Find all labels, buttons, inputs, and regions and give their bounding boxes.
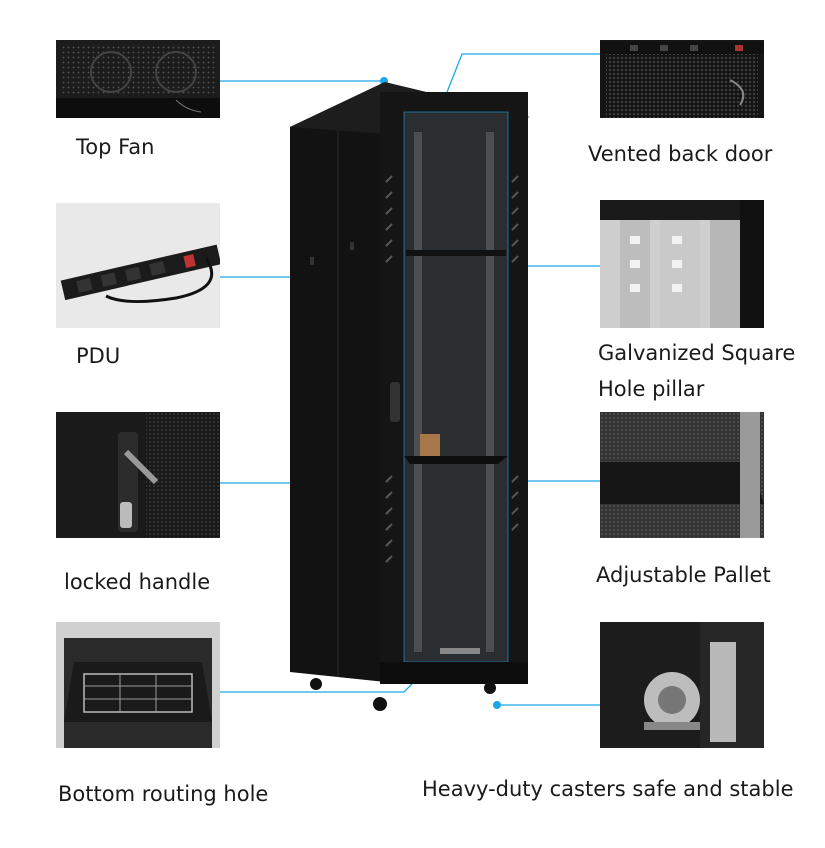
- pillar-caption-line1: Galvanized Square: [598, 341, 796, 365]
- pallet-photo: [600, 412, 764, 538]
- back-door-photo: [600, 40, 764, 118]
- shelf-upper: [406, 250, 506, 256]
- caster: [310, 678, 322, 690]
- back-door-caption: Vented back door: [588, 142, 773, 166]
- rail-right: [486, 132, 494, 652]
- caster: [484, 682, 496, 694]
- pillar-photo: [600, 200, 764, 328]
- door-handle: [390, 382, 400, 422]
- adjustable-pallet: [404, 456, 508, 464]
- locked-handle-photo: [56, 412, 220, 538]
- bottom-routing-hole: [440, 648, 480, 654]
- casters-caption: Heavy-duty casters safe and stable: [422, 777, 794, 801]
- bottom-routing-photo: [56, 622, 220, 748]
- caster: [373, 697, 387, 711]
- rail-left: [414, 132, 422, 652]
- pillar-caption-line2: Hole pillar: [598, 377, 705, 401]
- top-fan-caption: Top Fan: [76, 135, 155, 159]
- locked-handle-caption: locked handle: [64, 570, 211, 594]
- pdu-caption: PDU: [76, 344, 121, 368]
- top-fan-photo: [56, 40, 220, 118]
- casters-photo: [600, 622, 764, 748]
- bottom-routing-caption: Bottom routing hole: [58, 782, 269, 806]
- pdu-photo: [56, 203, 220, 328]
- cabinet-base: [380, 662, 528, 684]
- cardboard-box: [420, 434, 440, 456]
- pallet-caption: Adjustable Pallet: [596, 563, 771, 587]
- server-cabinet: [280, 82, 530, 722]
